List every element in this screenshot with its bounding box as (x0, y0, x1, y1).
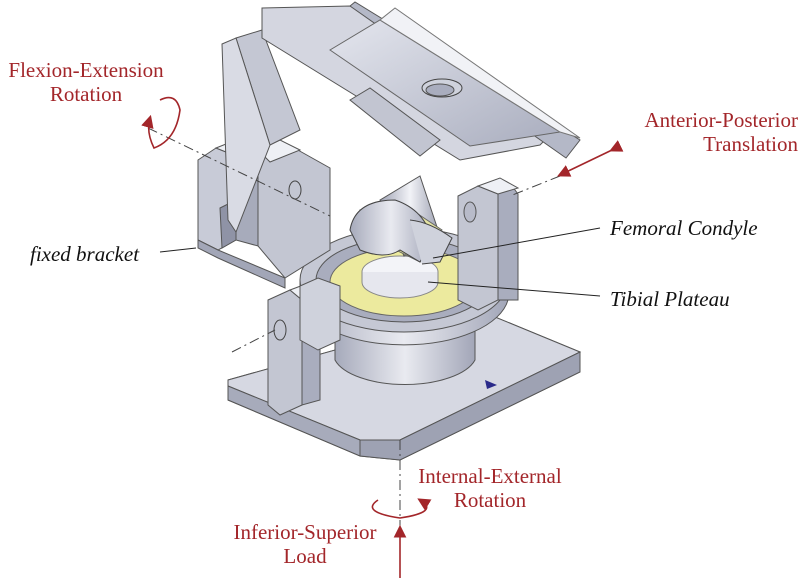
flexion-extension-label: Flexion-Extension Rotation (0, 58, 172, 106)
femoral-condyle (349, 199, 453, 265)
flexion-extension-line1: Flexion-Extension (8, 58, 164, 82)
inferior-superior-label: Inferior-Superior Load (220, 520, 390, 568)
fixed-bracket-leader (159, 247, 197, 253)
internal-external-label: Internal-External Rotation (410, 464, 570, 512)
femoral-condyle-callout: Femoral Condyle (610, 216, 758, 240)
callout-lines (159, 227, 601, 297)
anterior-posterior-line1: Anterior-Posterior (644, 108, 798, 132)
right-support-posts (457, 177, 520, 311)
internal-external-rotation-arrow-icon (371, 498, 432, 519)
left-support-posts (267, 277, 341, 416)
fixed-bracket-callout: fixed bracket (30, 242, 140, 266)
axis-lines (147, 127, 561, 540)
flexion-axis (147, 127, 331, 217)
top-channel (261, 1, 581, 161)
tibial-plateau-leader (427, 281, 601, 297)
anterior-posterior-line2: Translation (703, 132, 798, 156)
left-pin-axis (231, 329, 276, 353)
ap-axis (509, 175, 561, 197)
fixed-bracket (197, 139, 331, 289)
femoral-condyle-leader (432, 227, 601, 259)
tibial-plateau-callout: Tibial Plateau (610, 287, 730, 311)
anterior-posterior-label: Anterior-Posterior Translation (626, 108, 798, 156)
internal-external-line2: Rotation (453, 488, 527, 512)
inferior-superior-line1: Inferior-Superior (233, 520, 377, 544)
motion-arrows (141, 96, 624, 578)
inferior-superior-line2: Load (283, 544, 327, 568)
ap-translation-arrow-icon (557, 140, 624, 177)
flexion-extension-line2: Rotation (49, 82, 123, 106)
flexion-rotation-arrow-icon (141, 96, 181, 149)
internal-external-line1: Internal-External (418, 464, 562, 488)
